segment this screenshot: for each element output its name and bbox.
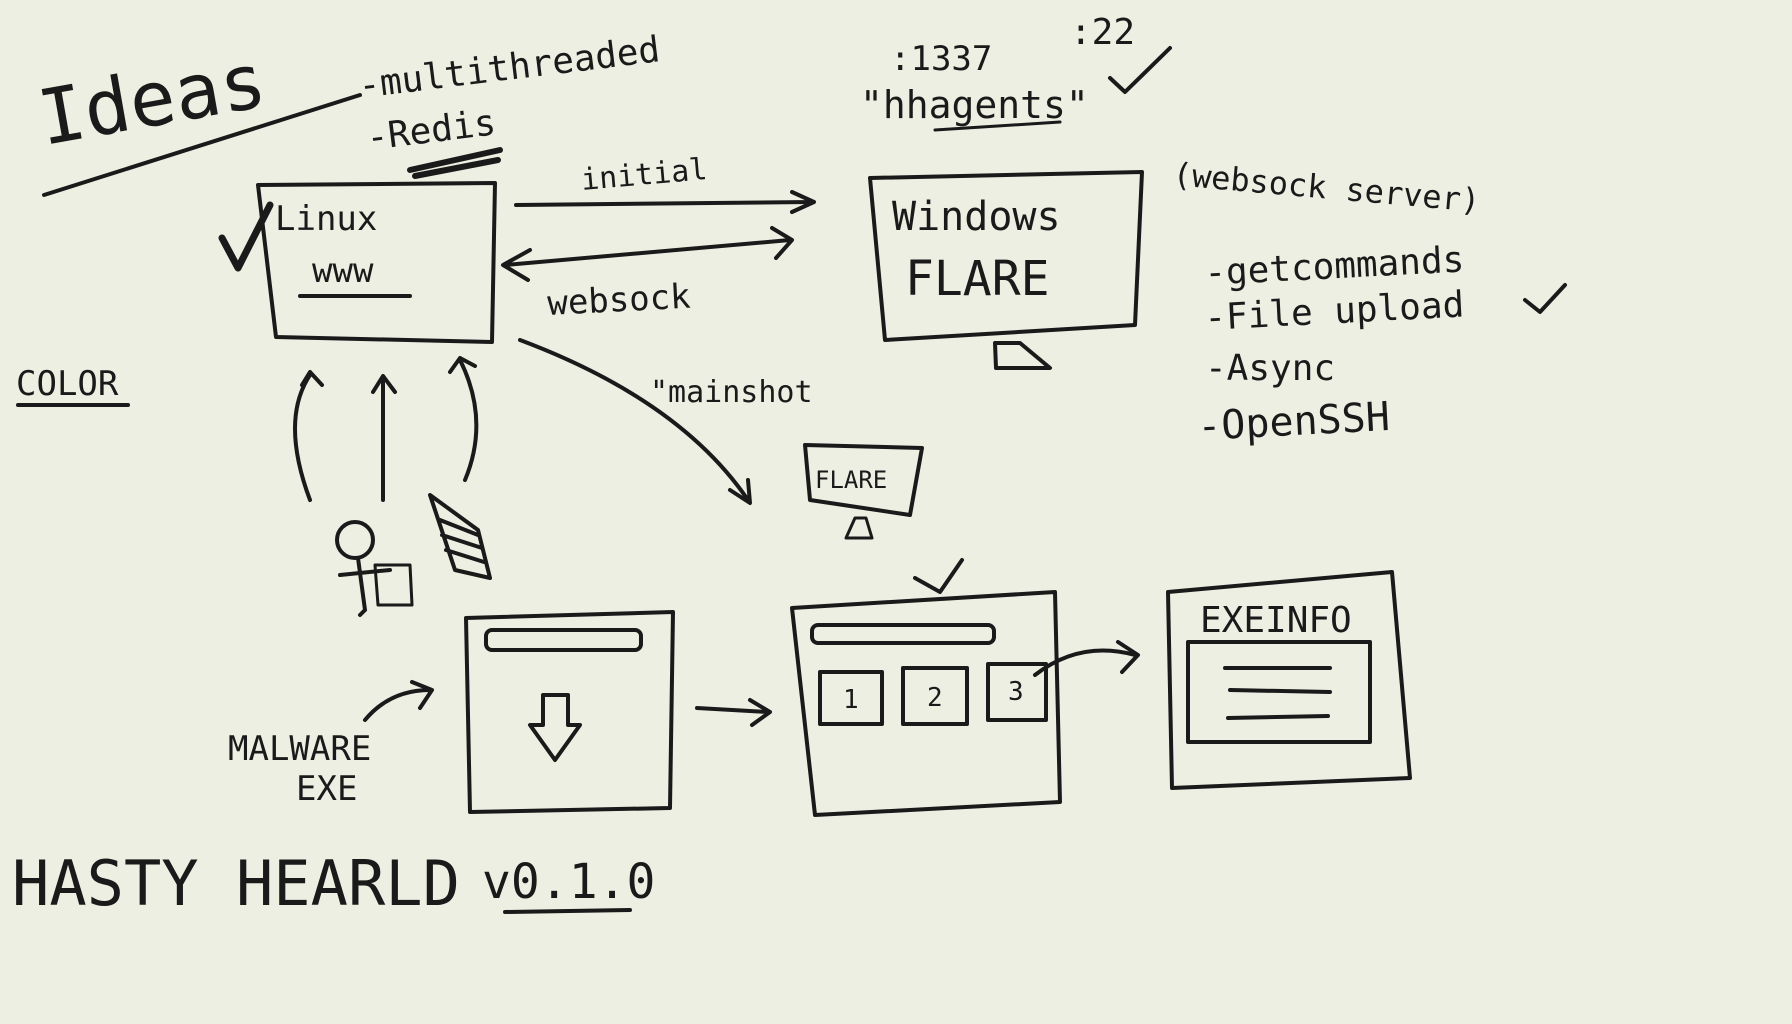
server-note-title: (websock server) bbox=[1171, 155, 1481, 220]
server-item-openssh: -OpenSSH bbox=[1196, 394, 1391, 450]
exeinfo-screen: EXEINFO bbox=[1166, 570, 1412, 790]
arrow-label-screenshot: "mainshot bbox=[650, 375, 813, 410]
windows-flare-monitor: Windows FLARE bbox=[868, 170, 1144, 370]
port-1337: :1337 bbox=[890, 39, 992, 79]
connection-arrows: initial websock "mainshot bbox=[501, 152, 816, 505]
arrow-label-websock: websock bbox=[546, 277, 691, 324]
exeinfo-title: EXEINFO bbox=[1200, 600, 1352, 641]
ideas-underline bbox=[42, 93, 362, 197]
linux-server-box: Linux www bbox=[218, 181, 497, 344]
project-name: HASTY HEARLD bbox=[12, 847, 460, 920]
upload-address-bar bbox=[484, 628, 643, 652]
project-version: v0.1.0 bbox=[482, 854, 655, 910]
server-item-file-upload: -File upload bbox=[1203, 284, 1465, 339]
upload-screen bbox=[464, 610, 675, 814]
malware-label: MALWARE bbox=[228, 729, 371, 769]
monitor-stand-icon bbox=[844, 516, 874, 540]
ideas-item-redis: -Redis bbox=[364, 102, 498, 159]
exeinfo-panel bbox=[1186, 640, 1372, 744]
small-monitor-label: FLARE bbox=[815, 466, 887, 494]
tab-1 bbox=[818, 670, 884, 726]
stick-figure-icon bbox=[335, 520, 414, 617]
redis-underline bbox=[407, 147, 503, 179]
user-hhagents: "hhagents" bbox=[860, 83, 1089, 127]
checkmark-icon bbox=[218, 201, 274, 272]
tab-2 bbox=[901, 666, 969, 726]
version-underline bbox=[503, 908, 632, 914]
malware-exe-label: MALWARE EXE bbox=[228, 680, 434, 809]
ideas-item-multithreaded: -multithreaded bbox=[356, 29, 662, 107]
user-underline bbox=[933, 120, 1062, 132]
server-item-async: -Async bbox=[1205, 348, 1335, 389]
small-flare-monitor: FLARE bbox=[803, 443, 924, 540]
flow-arrow bbox=[695, 698, 772, 727]
connection-details: :1337 :22 "hhagents" bbox=[860, 12, 1172, 132]
monitor-stand-icon bbox=[993, 341, 1052, 370]
download-arrow-icon bbox=[528, 693, 582, 762]
port-22: :22 bbox=[1070, 12, 1135, 53]
tab-2-label: 2 bbox=[927, 683, 943, 713]
ideas-title: Ideas bbox=[32, 35, 273, 162]
analysis-tabs-screen: 1 2 3 bbox=[790, 558, 1140, 817]
exe-label: EXE bbox=[296, 769, 357, 809]
websock-server-note: (websock server) -getcommands -File uplo… bbox=[1171, 155, 1567, 450]
checkmark-icon bbox=[1523, 283, 1567, 314]
arrow-label-initial: initial bbox=[580, 152, 709, 198]
analyst-figure bbox=[293, 356, 492, 617]
clipboard-icon bbox=[428, 493, 492, 580]
www-label: www bbox=[312, 251, 374, 291]
checkmark-icon bbox=[913, 558, 964, 594]
footer: HASTY HEARLD v0.1.0 bbox=[12, 847, 655, 920]
color-note: COLOR bbox=[16, 364, 119, 404]
tabs-address-bar bbox=[810, 623, 996, 645]
checkmark-icon bbox=[1108, 46, 1172, 94]
tab-1-label: 1 bbox=[843, 685, 859, 715]
flare-label: FLARE bbox=[905, 251, 1050, 307]
ideas-block: Ideas -multithreaded -Redis bbox=[32, 29, 662, 197]
tab-3 bbox=[986, 662, 1048, 722]
tab-3-label: 3 bbox=[1008, 677, 1024, 707]
exeinfo-text-line bbox=[1226, 714, 1330, 720]
windows-label: Windows bbox=[892, 194, 1061, 240]
linux-label: Linux bbox=[275, 199, 377, 239]
exeinfo-text-line bbox=[1228, 688, 1332, 694]
